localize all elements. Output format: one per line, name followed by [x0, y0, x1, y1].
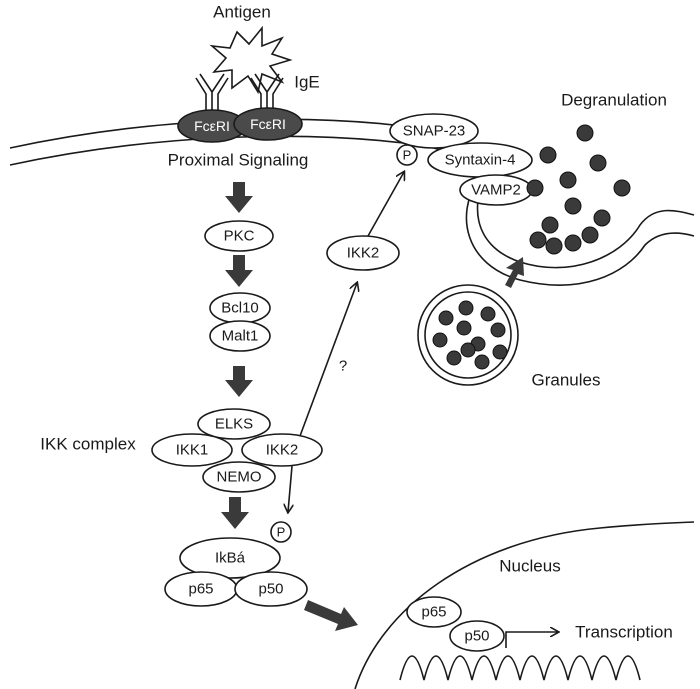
svg-text:P: P: [403, 148, 412, 163]
phospho-snap23-icon: P: [396, 144, 418, 166]
svg-text:FcεRI: FcεRI: [250, 116, 286, 132]
svg-text:IKK1: IKK1: [176, 442, 209, 459]
svg-text:p50: p50: [258, 581, 283, 598]
fat-arrow-to-nucleus: [304, 600, 358, 631]
p65-node: p65: [164, 571, 238, 607]
svg-text:NEMO: NEMO: [217, 469, 262, 486]
arrow-ikk2-to-ikba: [288, 465, 292, 512]
released-granules-icon: [526, 124, 631, 255]
svg-text:ELKS: ELKS: [215, 416, 253, 433]
svg-text:Syntaxin-4: Syntaxin-4: [445, 152, 516, 169]
granules-label: Granules: [532, 371, 601, 390]
fat-arrow-1: [225, 182, 253, 213]
transcription-label: Transcription: [575, 623, 673, 642]
phospho-ikba-icon: P: [270, 521, 292, 543]
fat-arrow-4: [221, 497, 249, 529]
question-mark: ?: [339, 358, 347, 375]
fat-arrow-3: [225, 366, 253, 397]
ige-label: IgE: [294, 73, 320, 92]
svg-text:SNAP-23: SNAP-23: [403, 123, 466, 140]
syntaxin4-node: Syntaxin-4: [427, 142, 533, 178]
p50-node: p50: [234, 571, 308, 607]
ikk2-free-node: IKK2: [326, 235, 400, 271]
vamp2-node: VAMP2: [459, 174, 533, 206]
malt1-node: Malt1: [209, 320, 271, 352]
arrow-to-ikk2: [299, 283, 357, 437]
antigen-icon: [209, 25, 293, 95]
nemo-node: NEMO: [202, 461, 276, 493]
dna-wave-icon: [399, 655, 641, 681]
svg-text:Bcl10: Bcl10: [221, 300, 259, 317]
snap23-node: SNAP-23: [389, 113, 479, 149]
svg-text:p50: p50: [464, 628, 489, 645]
nuclear-p50-node: p50: [449, 620, 505, 652]
ige-antibody-right-icon: [250, 73, 284, 112]
proximal-signaling-label: Proximal Signaling: [168, 151, 309, 170]
degranulation-label: Degranulation: [561, 91, 667, 110]
antigen-label: Antigen: [213, 3, 271, 22]
svg-text:FcεRI: FcεRI: [194, 118, 230, 134]
nuclear-p65-node: p65: [406, 596, 462, 628]
svg-text:Malt1: Malt1: [222, 328, 259, 345]
arrow-to-snap23: [367, 172, 404, 237]
fat-arrow-to-membrane: [505, 257, 524, 288]
nucleus-label: Nucleus: [499, 557, 560, 576]
svg-text:PKC: PKC: [224, 228, 255, 245]
transcription-arrow: [505, 632, 558, 648]
elks-node: ELKS: [197, 408, 271, 440]
fusion-membrane: [465, 167, 695, 286]
ikk1-node: IKK1: [151, 433, 233, 467]
ikk-complex-label: IKK complex: [40, 435, 136, 454]
fat-arrow-2: [225, 255, 253, 287]
svg-text:IKK2: IKK2: [347, 245, 380, 262]
fceri-receptor-left: FcεRI: [177, 109, 247, 143]
svg-text:VAMP2: VAMP2: [471, 182, 521, 199]
ige-antibody-left-icon: [195, 73, 229, 112]
svg-text:p65: p65: [421, 604, 446, 621]
svg-text:P: P: [277, 525, 286, 540]
svg-text:IKK2: IKK2: [266, 442, 299, 459]
svg-text:IkBá: IkBá: [215, 550, 246, 567]
pkc-node: PKC: [204, 220, 274, 252]
ikk2-complex-node: IKK2: [241, 433, 323, 467]
bcl10-node: Bcl10: [209, 292, 271, 324]
fceri-receptor-right: FcεRI: [233, 107, 303, 141]
ikba-node: IkBá: [179, 537, 281, 579]
nuclear-envelope: [354, 521, 695, 689]
granule-vesicle-icon: [417, 284, 519, 386]
svg-text:p65: p65: [188, 581, 213, 598]
